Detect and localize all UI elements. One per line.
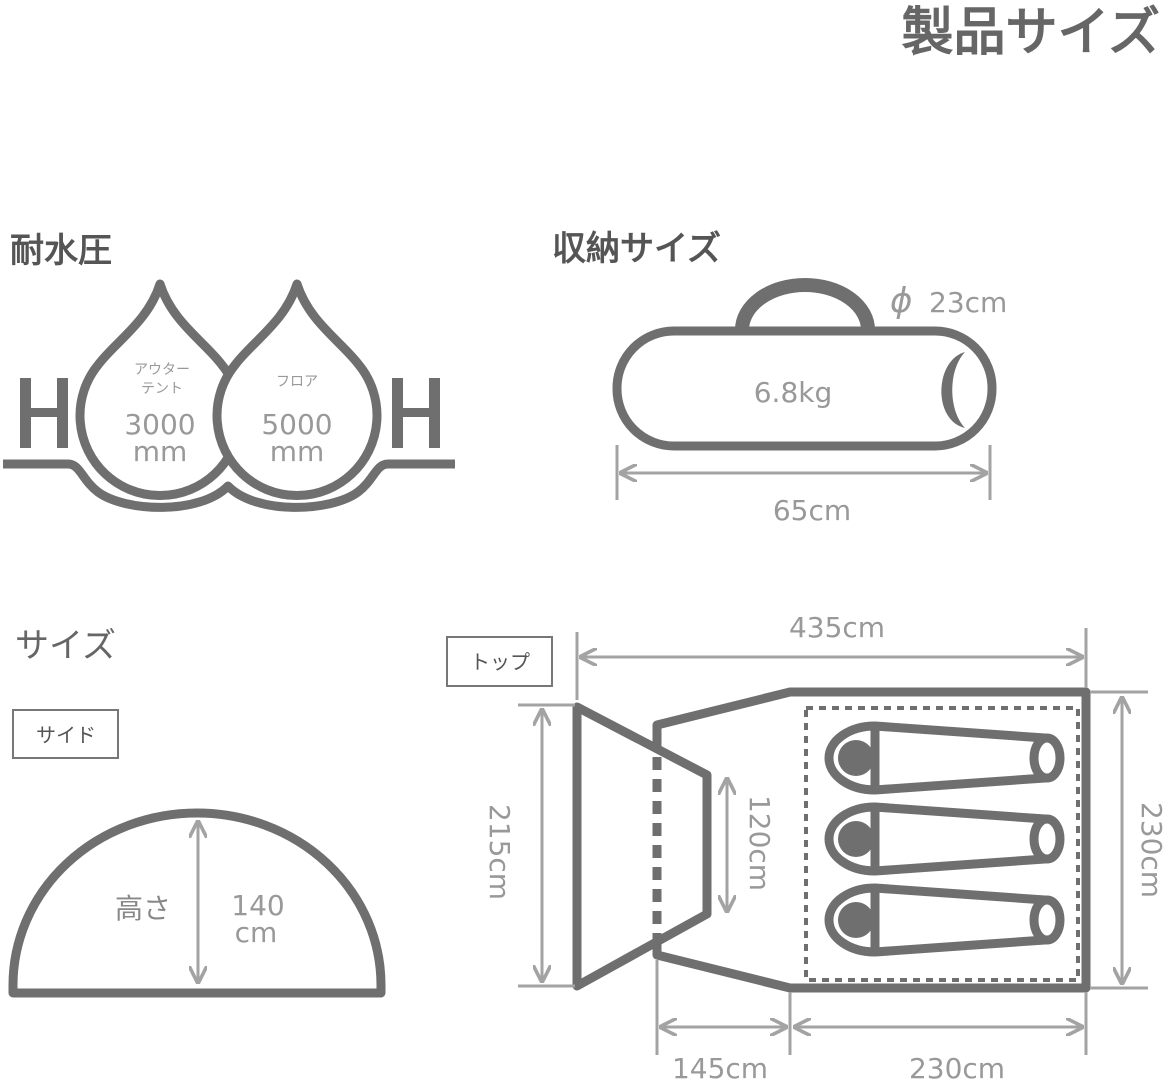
sleeping-bag-icon xyxy=(824,721,1065,795)
top-tag-box xyxy=(446,636,553,687)
dome-icon xyxy=(8,808,386,998)
bag-handle xyxy=(735,278,875,331)
sleeping-bag-icon xyxy=(824,883,1065,957)
top-tag: トップ xyxy=(470,650,530,674)
extension-lines xyxy=(518,628,1148,1055)
water-pressure-heading: 耐水圧 xyxy=(10,231,112,271)
height-label: 高さ xyxy=(115,892,171,925)
drop-outer-tent-icon xyxy=(75,279,245,500)
entrance-width-label: 120cm xyxy=(743,795,776,891)
sleeping-bag-icon xyxy=(824,802,1065,876)
outer-tent-value: 3000 xyxy=(124,408,195,441)
drop-floor-icon xyxy=(212,279,382,500)
outer-tent-label-2: テント xyxy=(141,381,183,397)
floor-label: フロア xyxy=(276,374,318,390)
h-right-icon xyxy=(392,378,440,448)
height-value: 140 xyxy=(231,889,284,922)
side-tag: サイド xyxy=(36,723,96,747)
storage-section: 収納サイズ 6.8kg ϕ 23cm 65cm xyxy=(552,229,1007,527)
water-line xyxy=(3,459,455,512)
outer-tent-label-1: アウター xyxy=(134,362,190,378)
outer-tent-unit: mm xyxy=(133,435,188,468)
storage-diameter: 23cm xyxy=(929,286,1007,319)
storage-bag-icon xyxy=(612,326,997,451)
height-unit: cm xyxy=(235,916,278,949)
storage-weight: 6.8kg xyxy=(754,376,833,409)
size-heading: サイズ xyxy=(15,626,116,666)
diameter-symbol: ϕ xyxy=(890,281,912,321)
inner-length-label: 230cm xyxy=(909,1052,1005,1085)
h-left-icon xyxy=(20,378,68,448)
storage-length: 65cm xyxy=(773,494,851,527)
length-ext-lines xyxy=(615,445,992,500)
floor-dotted-outline xyxy=(804,706,1080,982)
page-title: 製品サイズ xyxy=(902,3,1160,63)
floor-value: 5000 xyxy=(261,408,332,441)
vestibule-width-label: 215cm xyxy=(483,804,516,900)
inner-width-label: 230cm xyxy=(1135,802,1167,898)
vestibule-length-label: 145cm xyxy=(672,1052,768,1085)
total-length-label: 435cm xyxy=(789,611,885,644)
storage-heading: 収納サイズ xyxy=(552,229,721,269)
inner-tent-outline xyxy=(652,687,1091,993)
water-pressure-section: 耐水圧 アウター テント 3000 mm フロア 5000 mm xyxy=(3,231,455,512)
bag-end-icon xyxy=(941,352,965,428)
top-view: トップ 435cm 215cm 120cm 230cm 14 xyxy=(446,611,1167,1085)
vestibule-outline xyxy=(572,702,712,991)
side-view: サイド 高さ 140 cm xyxy=(8,709,386,998)
side-tag-box xyxy=(12,709,119,759)
floor-unit: mm xyxy=(270,435,325,468)
